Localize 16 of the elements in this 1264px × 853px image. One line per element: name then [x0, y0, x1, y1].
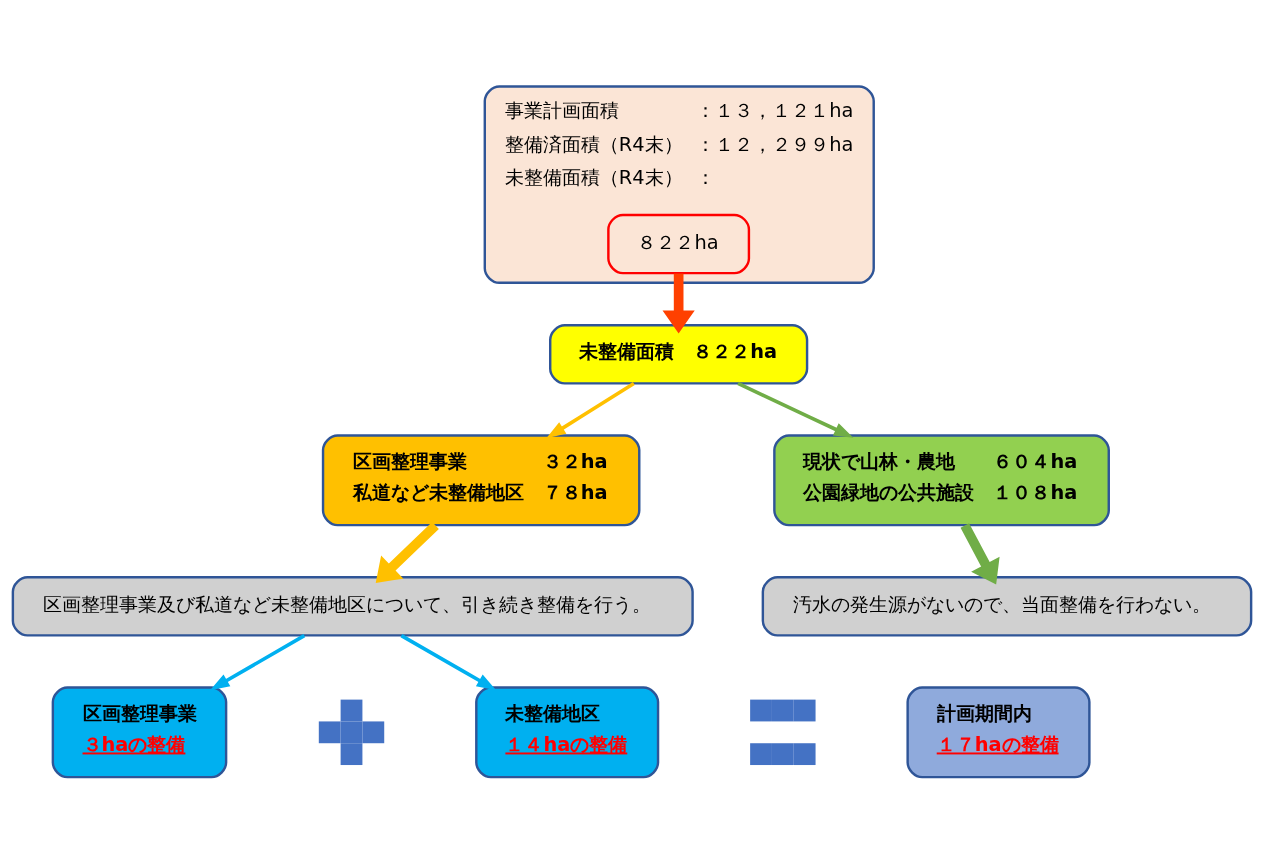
arrow: [210, 633, 306, 690]
node-box: 区画整理事業 ３２ha 私道など未整備地区 ７８ha: [321, 433, 641, 526]
node-box: 汚水の発生源がないので、当面整備を行わない。: [761, 575, 1253, 637]
node-box: 現状で山林・農地 ６０４ha 公園緑地の公共施設 １０８ha: [773, 433, 1110, 526]
node-box: 区画整理事業 ３haの整備: [51, 685, 228, 778]
node-box: 未整備面積 ８２２ha: [549, 323, 809, 385]
arrow: [662, 273, 695, 333]
arrow: [375, 521, 439, 583]
arrow: [737, 381, 854, 438]
arrow: [546, 381, 635, 438]
node-box: 未整備地区 １４haの整備: [475, 685, 660, 778]
node-box: ８２２ha: [607, 213, 751, 274]
node-box: 計画期間内 １７haの整備: [906, 685, 1091, 778]
arrow: [400, 633, 497, 690]
arrow: [960, 522, 1000, 585]
node-box: 区画整理事業及び私道など未整備地区について、引き続き整備を行う。: [11, 575, 694, 637]
